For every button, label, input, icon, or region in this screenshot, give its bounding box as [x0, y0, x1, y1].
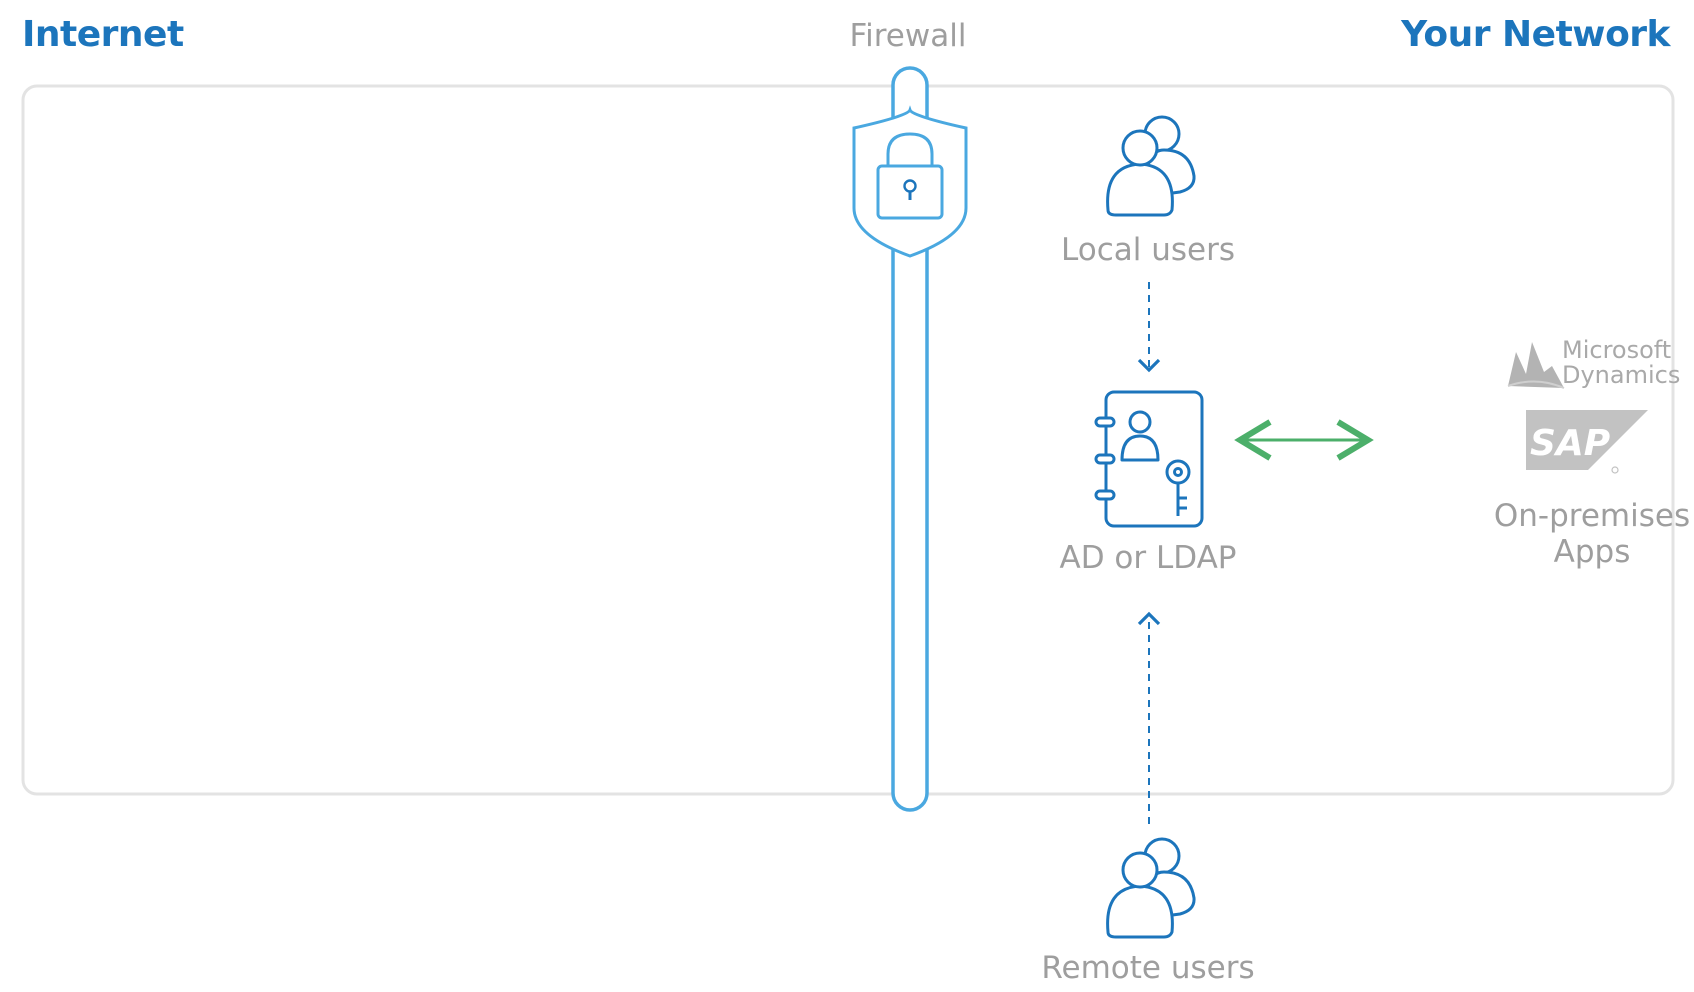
- local-users-label: Local users: [1061, 232, 1235, 268]
- network-boundary: [21, 84, 1675, 796]
- on-premises-apps-line1: On-premises: [1493, 498, 1691, 534]
- remote-users-icon: [1106, 837, 1196, 939]
- microsoft-wordmark-line2: Dynamics: [1562, 361, 1681, 389]
- shield-lock-icon: [852, 105, 968, 258]
- address-book-key-icon: [1094, 390, 1204, 528]
- microsoft-wordmark-line1: Microsoft: [1562, 336, 1672, 364]
- microsoft-dynamics-logo: [1507, 342, 1565, 389]
- sap-logo: SAP: [1526, 410, 1648, 474]
- on-premises-apps-line2: Apps: [1553, 534, 1631, 570]
- ad-ldap-label: AD or LDAP: [1059, 540, 1237, 576]
- on-premises-apps-label: On-premises Apps: [1482, 498, 1694, 570]
- remote-users-label: Remote users: [1041, 950, 1255, 986]
- internet-header: Internet: [22, 14, 184, 55]
- firewall-label: Firewall: [849, 18, 967, 54]
- local-users-icon: [1106, 115, 1196, 217]
- microsoft-dynamics-wordmark: Microsoft Dynamics: [1562, 338, 1680, 388]
- sap-logo-text: SAP: [1530, 423, 1610, 464]
- your-network-header: Your Network: [1401, 14, 1670, 55]
